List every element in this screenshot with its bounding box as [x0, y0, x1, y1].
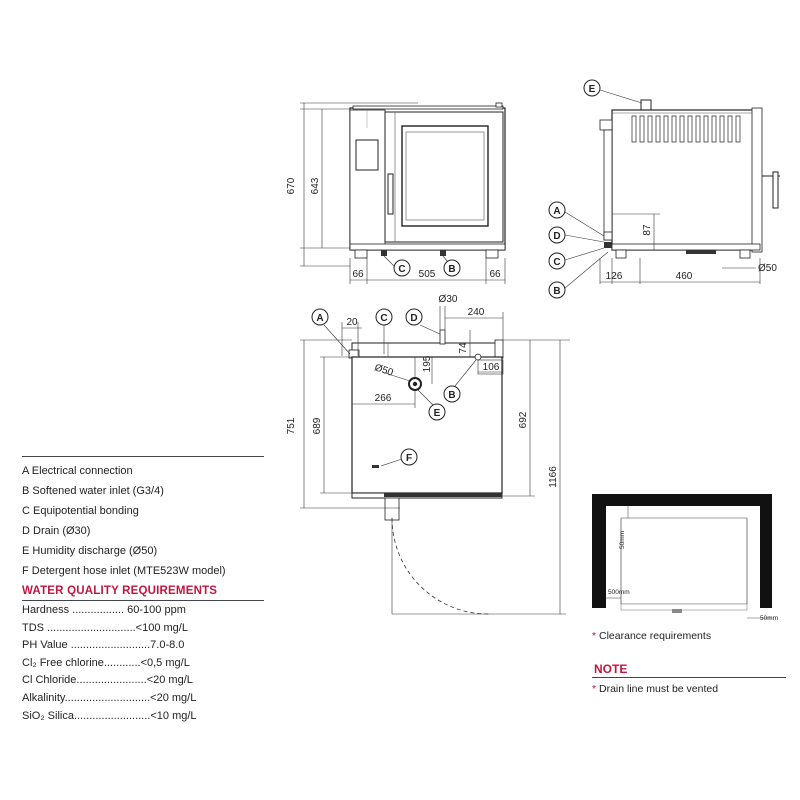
dim-b-offset: 106: [483, 362, 500, 373]
clearance-diagram: 50mm 500mm 50mm: [592, 494, 778, 622]
front-view: 670 643 66 505 66 C: [286, 102, 506, 284]
callout-b-side: B: [553, 286, 560, 297]
dim-e-depth: 195: [422, 355, 433, 372]
side-view: E: [548, 79, 780, 299]
dim-total-height: 670: [286, 177, 297, 194]
dim-body-height: 643: [310, 177, 321, 194]
dim-connection-height: 87: [642, 224, 653, 236]
dim-e-offset: 266: [375, 393, 392, 404]
left-foot: [354, 249, 368, 259]
callout-c-front: C: [398, 264, 405, 275]
callout-d-top: D: [410, 313, 417, 324]
door-handle: [387, 173, 394, 215]
water-quality-row: Hardness ................. 60-100 ppm: [22, 604, 186, 616]
clearance-top: 50mm: [619, 531, 626, 549]
dim-d-offset: 240: [468, 307, 485, 318]
callout-a-side: A: [553, 206, 560, 217]
water-quality-row: Cl₂ Free chlorine............<0,5 mg/L: [22, 656, 190, 669]
dim-outlet-diameter: Ø50: [758, 263, 777, 274]
dim-left-foot: 66: [352, 269, 364, 280]
dim-d-diameter: Ø30: [439, 294, 458, 305]
dim-door-open: 1166: [548, 466, 559, 488]
dim-d-depth: 74: [458, 342, 469, 354]
dim-right-depth: 692: [518, 411, 529, 428]
legend-item: D Drain (Ø30): [22, 525, 91, 537]
water-quality-row: TDS .............................<100 mg…: [22, 621, 188, 634]
legend-item: B Softened water inlet (G3/4): [22, 485, 164, 497]
callout-b-front: B: [448, 264, 455, 275]
callout-b-top: B: [448, 390, 455, 401]
callout-a-top: A: [316, 313, 323, 324]
water-quality-row: PH Value ..........................7.0-8…: [22, 639, 185, 652]
dim-depth-offset: 126: [606, 271, 623, 282]
door-swing-arc: [391, 517, 491, 615]
right-foot: [485, 249, 499, 259]
callout-e-top: E: [434, 408, 441, 419]
clearance-note: * Clearance requirements: [592, 630, 712, 642]
callout-d-side: D: [553, 231, 560, 242]
connection-legend: A Electrical connection B Softened water…: [22, 456, 264, 581]
dim-a-offset: 20: [346, 317, 358, 328]
water-quality-list: Hardness ................. 60-100 ppm TD…: [22, 602, 264, 725]
control-display: [355, 139, 379, 171]
legend-item: E Humidity discharge (Ø50): [22, 545, 158, 557]
water-quality-title: WATER QUALITY REQUIREMENTS: [22, 585, 218, 597]
top-housing: [351, 356, 503, 494]
dim-total-depth: 751: [286, 417, 297, 434]
callout-c-top: C: [380, 313, 387, 324]
clearance-left: 500mm: [608, 589, 630, 596]
callout-c-side: C: [553, 257, 560, 268]
water-quality-row: Cl Chloride.......................<20 mg…: [22, 674, 193, 687]
dim-width: 505: [419, 269, 436, 280]
dim-depth: 460: [676, 271, 693, 282]
water-quality-row: Alkalinity............................<2…: [22, 691, 197, 704]
dim-inner-depth: 689: [312, 417, 323, 434]
water-quality-row: SiO₂ Silica.........................<10 …: [22, 709, 197, 722]
vent-slots: [631, 115, 741, 143]
control-panel: [349, 109, 386, 249]
legend-item: A Electrical connection: [22, 465, 133, 477]
clearance-right: 50mm: [760, 615, 778, 622]
callout-f-top: F: [406, 453, 412, 464]
note-title: NOTE: [594, 662, 628, 676]
callout-e-side: E: [589, 84, 596, 95]
legend-item: C Equipotential bonding: [22, 505, 139, 517]
top-view: 20 Ø30 240 74 106 195 Ø50 266 751 689 69: [286, 294, 570, 615]
legend-item: F Detergent hose inlet (MTE523W model): [22, 565, 226, 577]
note-text: * Drain line must be vented: [592, 683, 719, 695]
dim-right-foot: 66: [489, 269, 501, 280]
